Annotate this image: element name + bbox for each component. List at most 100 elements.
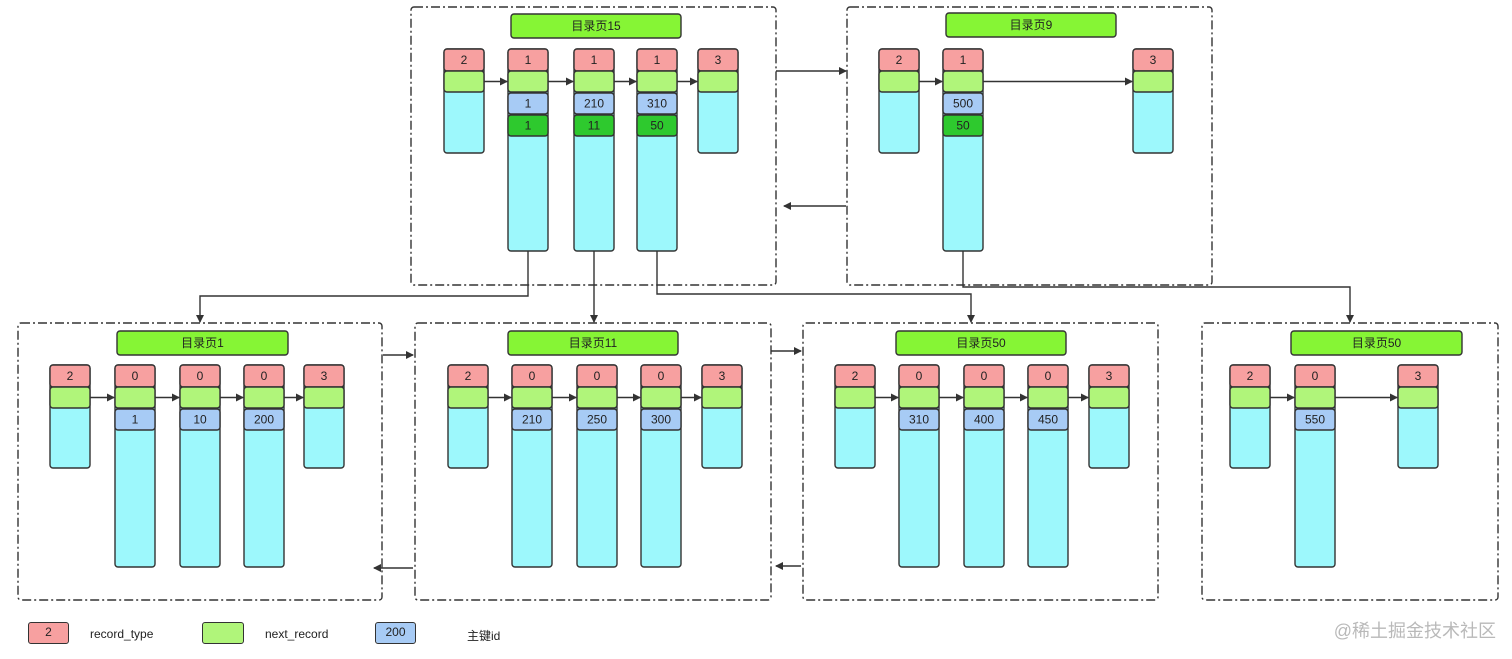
page-frame xyxy=(802,322,1159,601)
record-type-value: 0 xyxy=(132,369,139,383)
record-type-value: 1 xyxy=(525,53,532,67)
page-title: 目录页15 xyxy=(571,19,621,33)
next-record-cell xyxy=(697,70,739,93)
record-column: 2 xyxy=(443,48,485,154)
key-value: 550 xyxy=(1305,413,1325,427)
key-cell xyxy=(507,92,549,115)
next-record-cell xyxy=(701,386,743,409)
child-page-arrow xyxy=(196,251,529,323)
next-record-cell xyxy=(573,70,615,93)
page-title: 目录页50 xyxy=(956,336,1006,350)
page-frame xyxy=(1201,322,1499,601)
key-value: 500 xyxy=(953,97,973,111)
next-record-cell xyxy=(1229,386,1271,409)
page-title-box xyxy=(507,330,679,356)
record-column: 3 xyxy=(697,48,739,154)
key-value: 1 xyxy=(132,413,139,427)
key-value: 450 xyxy=(1038,413,1058,427)
page-frame xyxy=(414,322,772,601)
page-title-box xyxy=(116,330,289,356)
next-record-cell xyxy=(511,386,553,409)
record-type-value: 0 xyxy=(594,369,601,383)
record-column: 1 1 1 xyxy=(507,48,549,252)
page-title-box xyxy=(895,330,1067,356)
child-pointer-value: 50 xyxy=(650,119,664,133)
page-frame xyxy=(410,6,777,286)
child-pointer-cell xyxy=(942,114,984,137)
next-record-cell xyxy=(640,386,682,409)
record-column: 1 310 50 xyxy=(636,48,678,252)
record-column: 2 xyxy=(878,48,920,154)
next-record-cell xyxy=(834,386,876,409)
record-column: 2 xyxy=(1229,364,1271,469)
key-cell xyxy=(640,408,682,431)
key-cell xyxy=(511,408,553,431)
record-type-value: 1 xyxy=(654,53,661,67)
next-record-cell xyxy=(636,70,678,93)
key-cell xyxy=(243,408,285,431)
next-record-cell xyxy=(942,70,984,93)
child-pointer-value: 1 xyxy=(525,119,532,133)
next-record-cell xyxy=(1088,386,1130,409)
page-title-box xyxy=(945,12,1117,38)
record-type-value: 2 xyxy=(896,53,903,67)
record-type-value: 0 xyxy=(658,369,665,383)
key-cell xyxy=(942,92,984,115)
record-column: 3 xyxy=(303,364,345,469)
legend-key-swatch: 200 xyxy=(375,622,416,644)
record-type-value: 3 xyxy=(321,369,328,383)
key-value: 210 xyxy=(522,413,542,427)
record-column: 0 450 xyxy=(1027,364,1069,568)
record-type-value: 2 xyxy=(465,369,472,383)
child-pointer-value: 11 xyxy=(588,119,601,133)
key-value: 1 xyxy=(525,97,532,111)
record-type-value: 1 xyxy=(591,53,598,67)
next-record-cell xyxy=(303,386,345,409)
record-column: 2 xyxy=(834,364,876,469)
record-type-value: 0 xyxy=(1045,369,1052,383)
record-type-value: 2 xyxy=(67,369,74,383)
key-value: 400 xyxy=(974,413,994,427)
record-column: 010 xyxy=(179,364,221,568)
page-title: 目录页50 xyxy=(1352,336,1402,350)
page-connections xyxy=(196,67,1354,572)
next-record-cell xyxy=(447,386,489,409)
next-record-cell xyxy=(1132,70,1174,93)
legend-next-record-label: next_record xyxy=(265,627,329,641)
record-type-value: 2 xyxy=(461,53,468,67)
record-type-value: 1 xyxy=(960,53,967,67)
next-record-cell xyxy=(963,386,1005,409)
record-column: 3 xyxy=(1088,364,1130,469)
next-record-cell xyxy=(243,386,285,409)
key-cell xyxy=(576,408,618,431)
record-column: 2 xyxy=(447,364,489,469)
record-type-value: 3 xyxy=(1106,369,1113,383)
record-type-value: 3 xyxy=(719,369,726,383)
child-page-arrow xyxy=(656,251,975,323)
record-type-value: 0 xyxy=(197,369,204,383)
record-column: 3 xyxy=(701,364,743,469)
record-type-value: 0 xyxy=(261,369,268,383)
next-record-cell xyxy=(1397,386,1439,409)
next-record-cell xyxy=(179,386,221,409)
key-value: 310 xyxy=(647,97,667,111)
next-record-cell xyxy=(878,70,920,93)
next-record-cell xyxy=(1294,386,1336,409)
next-record-cell xyxy=(507,70,549,93)
key-cell xyxy=(963,408,1005,431)
page-title: 目录页1 xyxy=(181,336,224,350)
next-record-cell xyxy=(443,70,485,93)
next-record-cell xyxy=(1027,386,1069,409)
